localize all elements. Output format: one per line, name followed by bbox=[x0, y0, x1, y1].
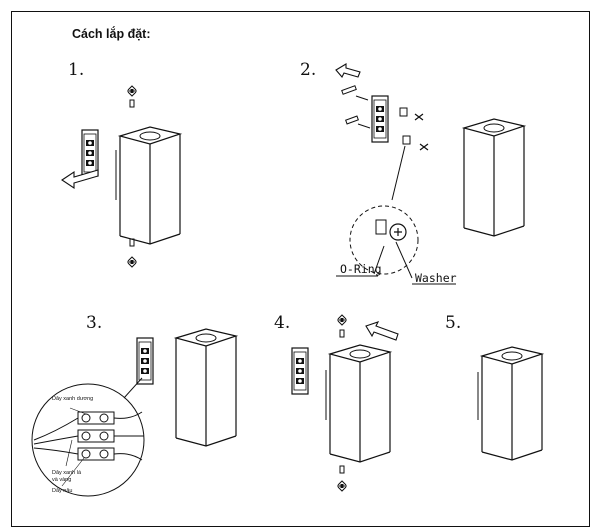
step-4-top-screw bbox=[339, 329, 345, 338]
page-title: Cách lắp đặt: bbox=[72, 27, 151, 41]
step-3-wiring-detail bbox=[31, 377, 145, 497]
step-2-screws bbox=[391, 107, 429, 201]
step-4-lamp-body bbox=[325, 344, 393, 463]
step-4-number: 4. bbox=[274, 313, 291, 333]
step-2-detail-circle bbox=[336, 205, 456, 285]
step-1-bottom-screw bbox=[129, 238, 135, 247]
step-2-mount-bracket bbox=[371, 95, 389, 143]
step-2-arrow bbox=[335, 63, 361, 78]
step-4-mount-bracket bbox=[291, 347, 309, 395]
step-1-top-screw bbox=[129, 99, 135, 108]
o-ring-label: O-Ring bbox=[340, 262, 382, 276]
step-4-bottom-screw-icon bbox=[336, 480, 348, 492]
step-1-lamp-body bbox=[115, 126, 183, 245]
step-2-number: 2. bbox=[300, 60, 317, 80]
step-4-bottom-screw bbox=[339, 465, 345, 474]
step-1-arrow bbox=[61, 169, 99, 190]
wire-label-green-yellow-1: Dây xanh lá bbox=[52, 470, 82, 476]
step-5-number: 5. bbox=[445, 313, 462, 333]
step-3-number: 3. bbox=[86, 313, 103, 333]
washer-label: Washer bbox=[415, 271, 457, 285]
step-1-bottom-screw-icon bbox=[126, 256, 138, 268]
step-1-mount-bracket bbox=[81, 129, 99, 177]
step-4-arrow bbox=[365, 321, 399, 341]
wire-label-blue: Dây xanh dương bbox=[52, 396, 93, 402]
step-1-number: 1. bbox=[68, 60, 85, 80]
step-1-top-screw-icon bbox=[126, 85, 138, 97]
step-3-mount-bracket bbox=[136, 337, 154, 385]
step-5-lamp-body bbox=[477, 346, 545, 461]
diagram-frame bbox=[11, 11, 590, 527]
step-4-top-screw-icon bbox=[336, 314, 348, 326]
wire-label-green-yellow-2: và vàng bbox=[52, 477, 71, 483]
step-3-lamp-body bbox=[173, 328, 239, 447]
step-2-anchors bbox=[341, 85, 371, 129]
step-2-lamp-body bbox=[461, 118, 527, 237]
wire-label-brown: Dây nâu bbox=[52, 488, 73, 494]
